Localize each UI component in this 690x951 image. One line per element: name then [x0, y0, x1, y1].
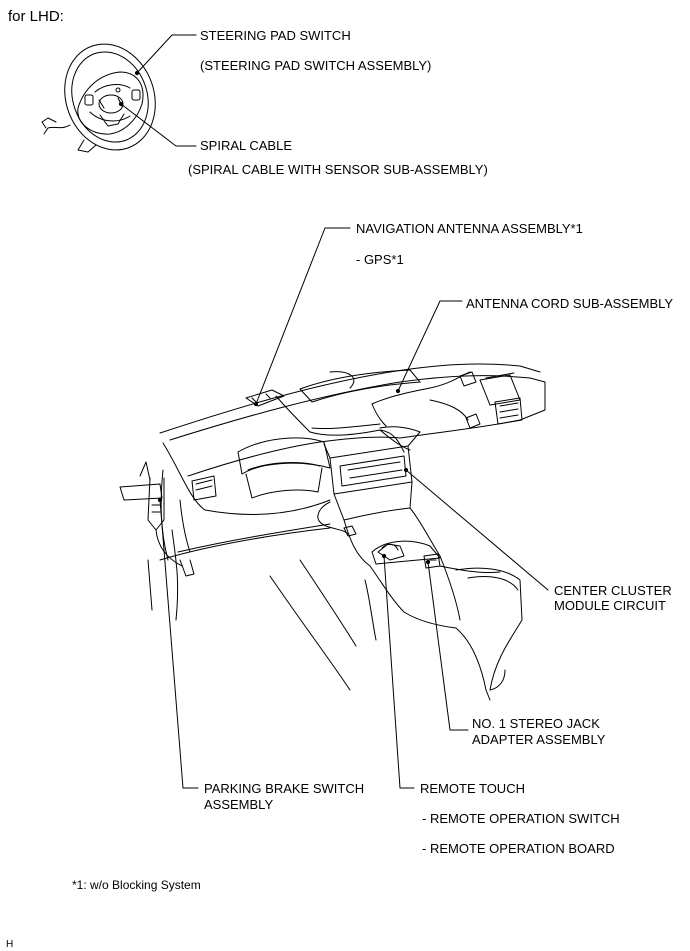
condition-label: for LHD: — [8, 8, 64, 25]
dashboard-drawing — [119, 363, 546, 701]
remote-touch-label: REMOTE TOUCH — [420, 781, 525, 796]
steering-pad-switch-assembly-label: (STEERING PAD SWITCH ASSEMBLY) — [200, 58, 432, 73]
steering-wheel-drawing — [41, 43, 156, 153]
antenna-cord-label: ANTENNA CORD SUB-ASSEMBLY — [466, 296, 674, 311]
stereo-jack-label-line1: NO. 1 STEREO JACK — [472, 716, 600, 731]
leader-antenna-cord — [397, 300, 463, 392]
leader-center-cluster — [405, 469, 549, 591]
center-cluster-label-line1: CENTER CLUSTER — [554, 583, 672, 598]
leader-parking-brake — [159, 499, 199, 789]
parking-brake-label-line2: ASSEMBLY — [204, 797, 274, 812]
stereo-jack-label-line2: ADAPTER ASSEMBLY — [472, 732, 606, 747]
center-cluster-label-line2: MODULE CIRCUIT — [554, 598, 666, 613]
spiral-cable-label: SPIRAL CABLE — [200, 138, 293, 153]
leader-spiral-cable — [120, 103, 197, 147]
footnote: *1: w/o Blocking System — [72, 878, 201, 892]
antenna-cord-drawing — [245, 371, 481, 537]
leader-remote-touch — [383, 555, 415, 789]
spiral-cable-assembly-label: (SPIRAL CABLE WITH SENSOR SUB-ASSEMBLY) — [188, 162, 488, 177]
parking-brake-label-line1: PARKING BRAKE SWITCH — [204, 781, 365, 796]
navigation-antenna-label: NAVIGATION ANTENNA ASSEMBLY*1 — [356, 221, 583, 236]
leader-stereo-jack — [427, 561, 469, 731]
figure-code: H — [6, 939, 14, 950]
remote-operation-switch-label: - REMOTE OPERATION SWITCH — [422, 811, 620, 826]
leader-steering-pad-switch — [136, 34, 197, 74]
gps-label: - GPS*1 — [356, 252, 404, 267]
remote-operation-board-label: - REMOTE OPERATION BOARD — [422, 841, 615, 856]
leader-navigation-antenna — [255, 227, 351, 405]
steering-pad-switch-label: STEERING PAD SWITCH — [200, 28, 351, 43]
